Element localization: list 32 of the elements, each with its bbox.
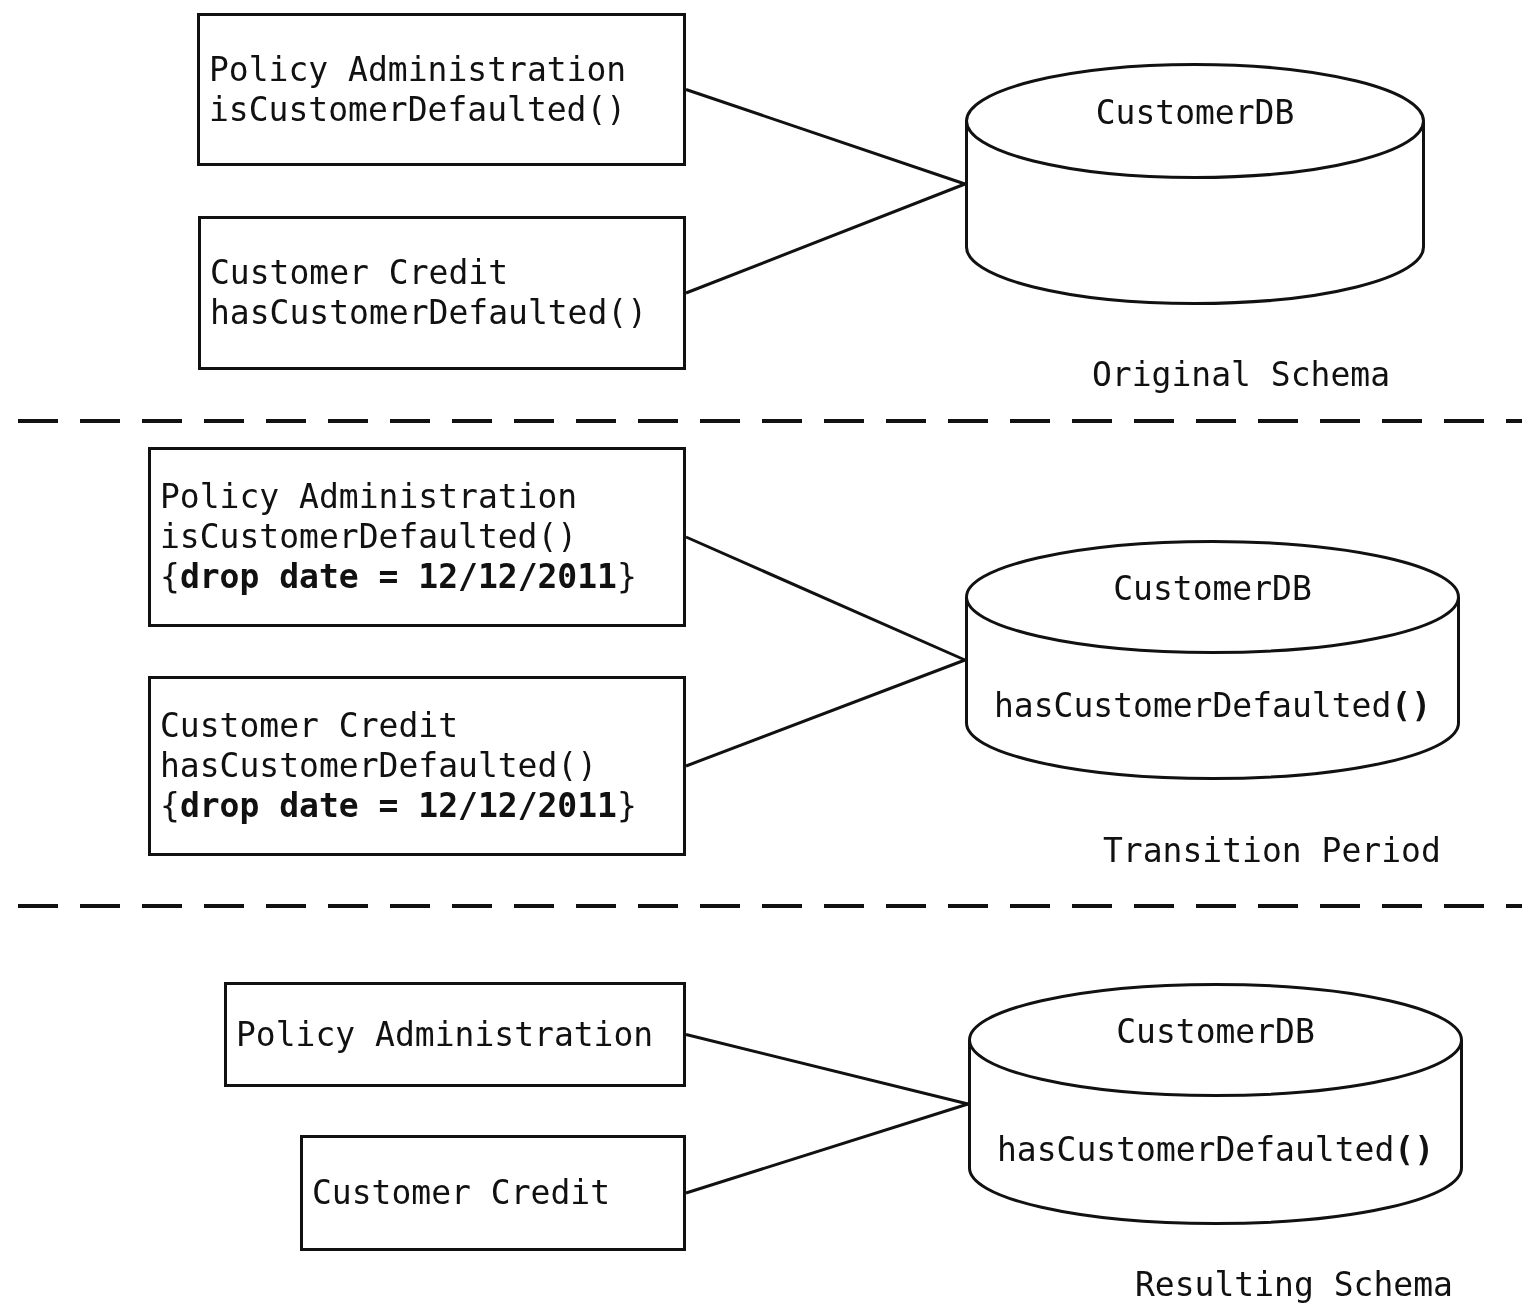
- process-box: [148, 676, 686, 856]
- connector-line: [685, 658, 966, 768]
- connector-line: [685, 1102, 969, 1195]
- box-label: isCustomerDefaulted(): [160, 517, 578, 557]
- connector-line: [685, 88, 966, 186]
- connector-line: [685, 1033, 969, 1106]
- database-label: hasCustomerDefaulted(): [996, 1129, 1435, 1170]
- process-box: [300, 1135, 686, 1251]
- connector-line: [685, 535, 966, 662]
- box-label: {drop date = 12/12/2011}: [160, 786, 637, 826]
- section-label: Original Schema: [1092, 355, 1390, 395]
- box-label: isCustomerDefaulted(): [209, 89, 627, 130]
- process-box: [198, 216, 686, 370]
- section-label: Resulting Schema: [1135, 1265, 1453, 1304]
- section-label: Transition Period: [1103, 831, 1441, 871]
- box-label: {drop date = 12/12/2011}: [160, 557, 637, 597]
- database-label: hasCustomerDefaulted(): [993, 685, 1432, 726]
- database-label: CustomerDB: [1116, 1012, 1315, 1052]
- box-label: Customer Credit: [210, 253, 508, 293]
- box-label: Policy Administration: [209, 49, 627, 90]
- connector-line: [685, 182, 966, 295]
- box-label: Policy Administration: [160, 477, 578, 517]
- box-label: Customer Credit: [312, 1173, 610, 1213]
- box-label: hasCustomerDefaulted(): [160, 746, 598, 786]
- process-box: [224, 982, 686, 1087]
- box-label: Customer Credit: [160, 706, 458, 746]
- process-box: [148, 447, 686, 627]
- box-label: hasCustomerDefaulted(): [210, 293, 648, 333]
- box-label: Policy Administration: [236, 1014, 654, 1055]
- database-label: CustomerDB: [1095, 93, 1295, 133]
- database-label: CustomerDB: [1113, 569, 1312, 609]
- process-box: [197, 13, 686, 166]
